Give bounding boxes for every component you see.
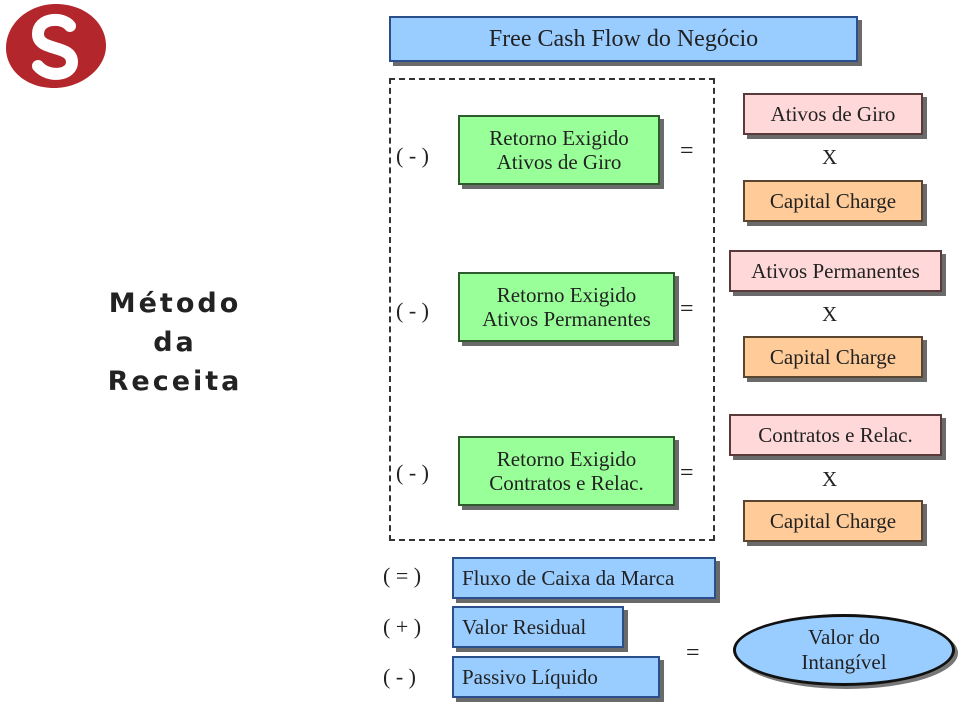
method-label-line-1: Método	[108, 288, 242, 319]
title-box: Free Cash Flow do Negócio	[389, 16, 858, 62]
operator-minus-1: ( - )	[396, 143, 429, 168]
equals-3: =	[680, 460, 694, 486]
return-line-1: Retorno Exigido	[496, 283, 637, 307]
operator-minus-4: ( - )	[383, 664, 416, 689]
operator-plus: ( + )	[383, 614, 422, 639]
equals-1: =	[680, 138, 694, 164]
return-line-2: Ativos de Giro	[496, 150, 622, 174]
return-box-working-assets: Retorno Exigido Ativos de Giro	[458, 115, 660, 185]
return-box-fixed-assets: Retorno Exigido Ativos Permanentes	[458, 272, 675, 342]
intangible-value-ellipse: Valor do Intangível	[733, 614, 955, 686]
return-line-2: Ativos Permanentes	[482, 307, 651, 331]
capital-charge-box-1: Capital Charge	[743, 180, 923, 222]
return-line-2: Contratos e Relac.	[489, 471, 644, 495]
return-box-contracts: Retorno Exigido Contratos e Relac.	[458, 436, 675, 506]
method-label-line-3: Receita	[107, 366, 243, 397]
capital-charge-box-3: Capital Charge	[743, 500, 923, 542]
result-line-1: Valor do	[808, 625, 880, 649]
times-2: X	[822, 302, 838, 326]
net-liability-box: Passivo Líquido	[452, 656, 660, 698]
equals-2: =	[680, 296, 694, 322]
asset-box-working-assets: Ativos de Giro	[743, 93, 923, 135]
result-line-2: Intangível	[801, 650, 887, 674]
capital-charge-box-2: Capital Charge	[743, 336, 923, 378]
asset-box-contracts: Contratos e Relac.	[729, 414, 942, 456]
logo-icon	[6, 4, 106, 88]
method-label: Método da Receita	[95, 284, 255, 401]
return-line-1: Retorno Exigido	[489, 126, 629, 150]
operator-equals: ( = )	[383, 563, 422, 588]
times-1: X	[822, 145, 838, 169]
times-3: X	[822, 467, 838, 491]
method-label-line-2: da	[153, 327, 197, 358]
required-return-group	[389, 78, 715, 541]
asset-box-fixed-assets: Ativos Permanentes	[729, 250, 942, 292]
operator-minus-2: ( - )	[396, 298, 429, 323]
residual-value-box: Valor Residual	[452, 606, 624, 648]
operator-minus-3: ( - )	[396, 460, 429, 485]
return-line-1: Retorno Exigido	[496, 447, 637, 471]
equals-final: =	[686, 640, 700, 666]
brand-cash-flow-box: Fluxo de Caixa da Marca	[452, 557, 716, 599]
title-text: Free Cash Flow do Negócio	[488, 26, 759, 52]
